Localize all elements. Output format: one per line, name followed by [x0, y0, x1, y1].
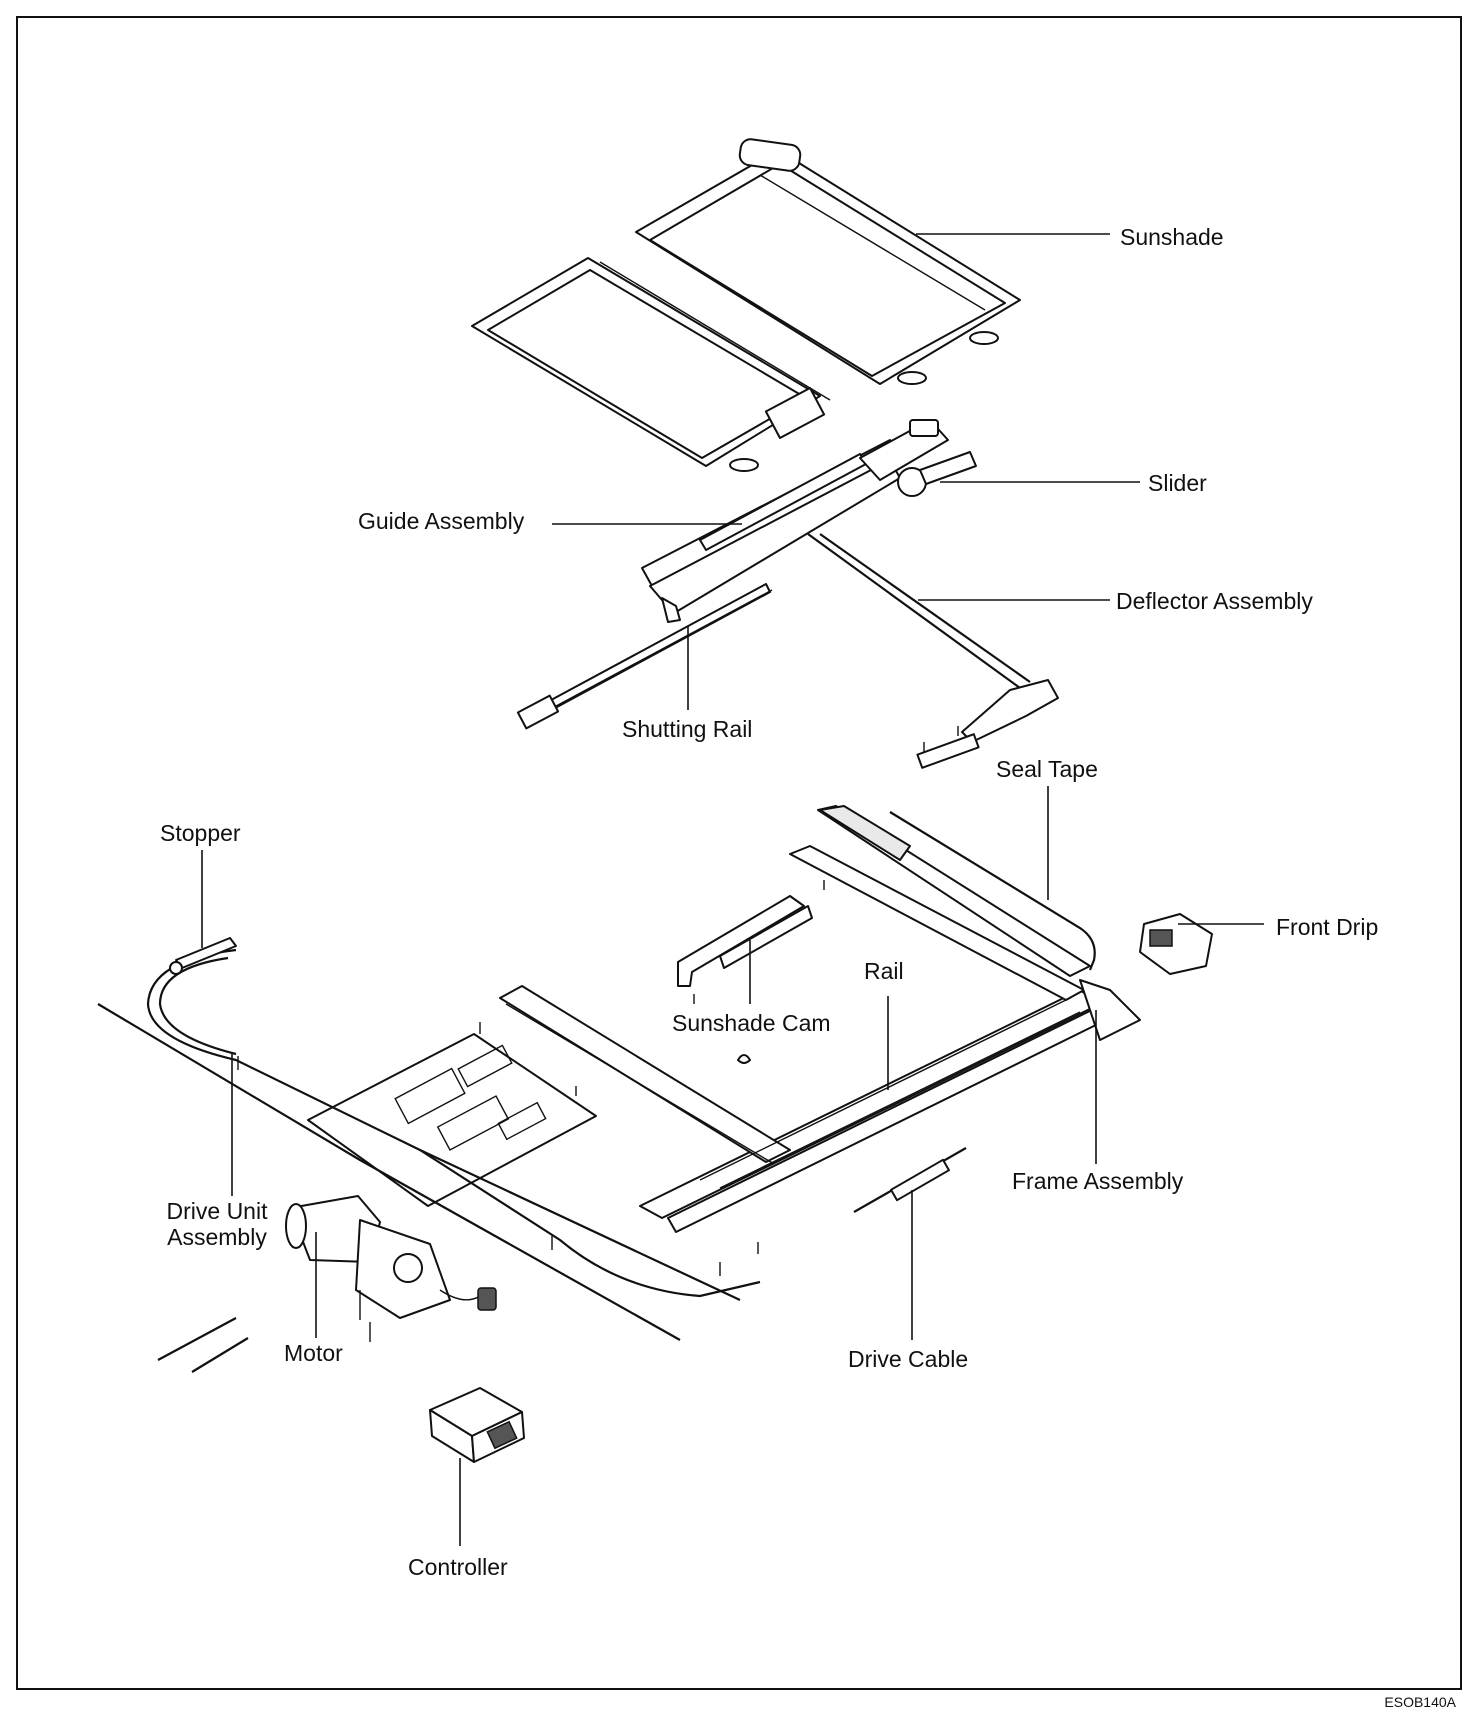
slider-part [859, 419, 977, 497]
guide-assembly-part [641, 439, 901, 623]
sunshade-part [471, 138, 1021, 472]
label-sunshade-cam: Sunshade Cam [672, 1010, 831, 1036]
label-drive-unit-assembly: Drive Unit Assembly [150, 1198, 284, 1250]
label-drive-cable: Drive Cable [848, 1346, 969, 1372]
label-controller: Controller [408, 1554, 508, 1580]
deflector-assembly-part [807, 533, 1059, 769]
label-shutting-rail: Shutting Rail [622, 716, 753, 742]
label-deflector-assembly: Deflector Assembly [1116, 588, 1313, 614]
motor-part [285, 1195, 497, 1319]
label-slider: Slider [1148, 470, 1207, 496]
leader-lines [201, 233, 1264, 1546]
label-guide-assembly: Guide Assembly [358, 508, 525, 534]
drive-cable-part [853, 1147, 967, 1213]
motor-plate-part [307, 1033, 597, 1207]
label-seal-tape: Seal Tape [996, 756, 1098, 782]
front-drip-part [1139, 913, 1213, 975]
label-rail: Rail [864, 958, 904, 984]
seal-tape-part [889, 811, 1096, 971]
frame-assembly-part [499, 805, 1141, 1233]
stopper-part [169, 937, 237, 975]
label-stopper: Stopper [160, 820, 241, 846]
label-drive-unit-line2: Assembly [167, 1224, 267, 1250]
label-motor: Motor [284, 1340, 343, 1366]
diagram-border [16, 16, 1462, 1690]
screws [359, 726, 959, 1342]
label-frame-assembly: Frame Assembly [1012, 1168, 1184, 1194]
controller-part [429, 1387, 525, 1463]
label-drive-unit-line1: Drive Unit [166, 1198, 268, 1224]
sunshade-cam-part [677, 895, 813, 1064]
label-sunshade: Sunshade [1120, 224, 1224, 250]
cable-pieces [157, 1317, 249, 1373]
figure-id: ESOB140A [1384, 1694, 1456, 1710]
shutting-rail-part [516, 583, 773, 730]
label-front-drip: Front Drip [1276, 914, 1379, 940]
